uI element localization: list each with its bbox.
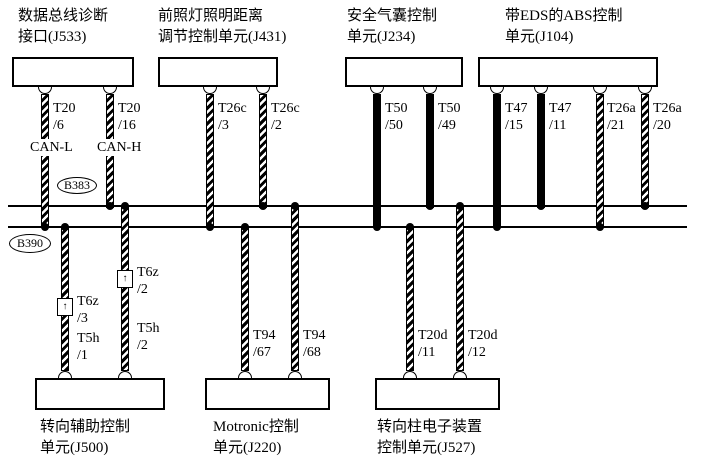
wire-t20-6-can-l (41, 94, 49, 228)
unit-label-j431: 前照灯照明距离 调节控制单元(J431) (158, 8, 287, 45)
junction-dot (493, 223, 501, 231)
junction-dot (61, 223, 69, 231)
wire-t26a-20 (641, 94, 649, 208)
pin-socket-icon (288, 371, 302, 378)
unit-label-j527: 转向柱电子装置 控制单元(J527) (377, 419, 483, 456)
pin-socket-icon (203, 87, 217, 94)
junction-dot (106, 202, 114, 210)
terminal-label-t6z-2: T6z /2 (137, 265, 159, 297)
terminal-label-t6z-3: T6z /3 (77, 294, 99, 326)
wire-t20d-11 (406, 227, 414, 371)
terminal-label-t50-50: T50 /50 (385, 101, 408, 133)
wire-t47-15 (493, 94, 501, 228)
terminal-label-t20-16: T20 /16 (118, 101, 141, 133)
bus-node-b390: B390 (9, 234, 51, 253)
junction-dot (121, 202, 129, 210)
wire-t26c-3 (206, 94, 214, 228)
connector-arrow-icon: ↑ (62, 301, 68, 312)
unit-box-j431 (158, 57, 278, 87)
unit-label-j234: 安全气囊控制 单元(J234) (347, 8, 438, 45)
terminal-label-t5h-2: T5h /2 (137, 321, 160, 353)
terminal-label-t20-6: T20 /6 (53, 101, 76, 133)
inline-connector-icon: ↑ (117, 270, 133, 288)
junction-dot (596, 223, 604, 231)
junction-dot (206, 223, 214, 231)
wire-t50-50 (373, 94, 381, 228)
can-high-label: CAN-H (95, 139, 144, 156)
unit-box-j500 (35, 378, 165, 410)
pin-socket-icon (593, 87, 607, 94)
pin-socket-icon (103, 87, 117, 94)
terminal-label-t5h-1: T5h /1 (77, 331, 100, 363)
unit-box-j104 (478, 57, 658, 87)
junction-dot (41, 223, 49, 231)
unit-box-j234 (345, 57, 463, 87)
pin-socket-icon (490, 87, 504, 94)
can-low-label: CAN-L (28, 139, 75, 156)
junction-dot (241, 223, 249, 231)
wire-t20d-12 (456, 207, 464, 371)
terminal-label-t47-11: T47 /11 (549, 101, 572, 133)
junction-dot (537, 202, 545, 210)
terminal-label-t47-15: T47 /15 (505, 101, 528, 133)
pin-socket-icon (534, 87, 548, 94)
inline-connector-icon: ↑ (57, 298, 73, 316)
junction-dot (641, 202, 649, 210)
wire-t6z2-t5h2 (121, 207, 129, 371)
junction-dot (291, 202, 299, 210)
wire-t26c-2 (259, 94, 267, 208)
pin-socket-icon (638, 87, 652, 94)
unit-box-j533 (12, 57, 134, 87)
terminal-label-t94-67: T94 /67 (253, 328, 276, 360)
wire-t94-67 (241, 227, 249, 371)
pin-socket-icon (423, 87, 437, 94)
terminal-label-t26a-20: T26a /20 (653, 101, 682, 133)
terminal-label-t50-49: T50 /49 (438, 101, 461, 133)
unit-box-j527 (375, 378, 500, 410)
pin-socket-icon (38, 87, 52, 94)
terminal-label-t20d-11: T20d /11 (418, 328, 448, 360)
pin-socket-icon (256, 87, 270, 94)
junction-dot (456, 202, 464, 210)
pin-socket-icon (370, 87, 384, 94)
unit-label-j533: 数据总线诊断 接口(J533) (18, 8, 109, 45)
wire-t47-11 (537, 94, 545, 208)
pin-socket-icon (453, 371, 467, 378)
wire-t26a-21 (596, 94, 604, 228)
junction-dot (426, 202, 434, 210)
pin-socket-icon (58, 371, 72, 378)
pin-socket-icon (403, 371, 417, 378)
unit-label-j220: Motronic控制 单元(J220) (213, 419, 299, 456)
pin-socket-icon (118, 371, 132, 378)
bus-node-b383: B383 (57, 177, 97, 194)
unit-label-j500: 转向辅助控制 单元(J500) (40, 419, 131, 456)
unit-box-j220 (205, 378, 330, 410)
terminal-label-t94-68: T94 /68 (303, 328, 326, 360)
unit-label-j104: 带EDS的ABS控制 单元(J104) (505, 8, 623, 45)
can-bus-line-upper (8, 205, 687, 207)
wire-t50-49 (426, 94, 434, 208)
terminal-label-t26c-3: T26c /3 (218, 101, 247, 133)
wire-t94-68 (291, 207, 299, 371)
junction-dot (259, 202, 267, 210)
can-bus-line-lower (8, 226, 687, 228)
pin-socket-icon (238, 371, 252, 378)
junction-dot (406, 223, 414, 231)
connector-arrow-icon: ↑ (122, 273, 128, 284)
terminal-label-t26a-21: T26a /21 (607, 101, 636, 133)
terminal-label-t26c-2: T26c /2 (271, 101, 300, 133)
junction-dot (373, 223, 381, 231)
terminal-label-t20d-12: T20d /12 (468, 328, 498, 360)
